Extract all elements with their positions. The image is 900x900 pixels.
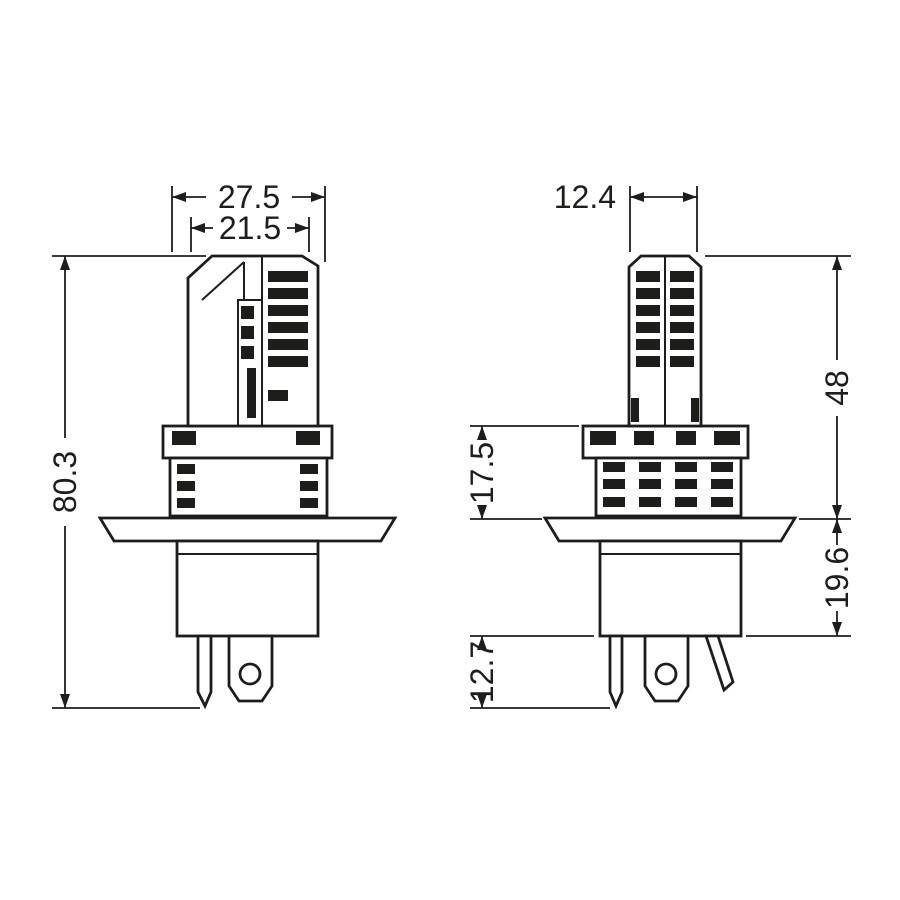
right-fin-slots — [631, 271, 699, 422]
right-thin-pin — [608, 634, 624, 710]
right-shoulder-marks — [590, 431, 740, 445]
left-base-outline — [175, 539, 320, 638]
right-flange-outline — [542, 516, 798, 543]
inner-width-label: 21.5 — [219, 210, 281, 246]
right-angled-pin — [704, 634, 735, 693]
left-shoulder-marks — [172, 431, 320, 445]
left-fin-slots — [268, 271, 308, 401]
dimension-lower-height: 19.6 — [746, 519, 855, 637]
lower-height-label: 19.6 — [819, 547, 855, 609]
outer-width-label: 27.5 — [218, 179, 280, 215]
dimension-inner-width: 21.5 — [190, 210, 310, 252]
led-module-outline — [237, 299, 263, 427]
left-body-slots — [177, 464, 318, 508]
left-flange-outline — [97, 516, 398, 543]
right-view-pins — [608, 634, 735, 710]
dimension-top-width: 12.4 — [554, 179, 698, 252]
left-view-pins — [196, 634, 274, 710]
left-thin-pin — [196, 634, 213, 710]
dimension-upper-height: 48 — [705, 255, 855, 520]
dimension-outer-width: 27.5 — [171, 179, 326, 262]
right-view-bulb — [542, 254, 798, 710]
right-pin-hole — [654, 662, 678, 686]
upper-height-label: 48 — [819, 370, 855, 406]
left-heatsink-details — [201, 257, 308, 427]
pin-height-label: 12.7 — [464, 641, 500, 703]
top-width-label: 12.4 — [554, 179, 616, 215]
led-chip-marks — [241, 306, 256, 418]
left-pin-hole — [238, 662, 262, 686]
mid-height-label: 17.5 — [464, 442, 500, 504]
right-body-slots — [603, 462, 733, 507]
left-view-bulb — [97, 254, 398, 710]
right-base-outline — [598, 539, 743, 638]
dimension-pin-height: 12.7 — [464, 635, 610, 709]
dimension-total-height: 80.3 — [47, 255, 206, 709]
total-height-label: 80.3 — [47, 451, 83, 513]
dimension-mid-height: 17.5 — [464, 425, 579, 520]
